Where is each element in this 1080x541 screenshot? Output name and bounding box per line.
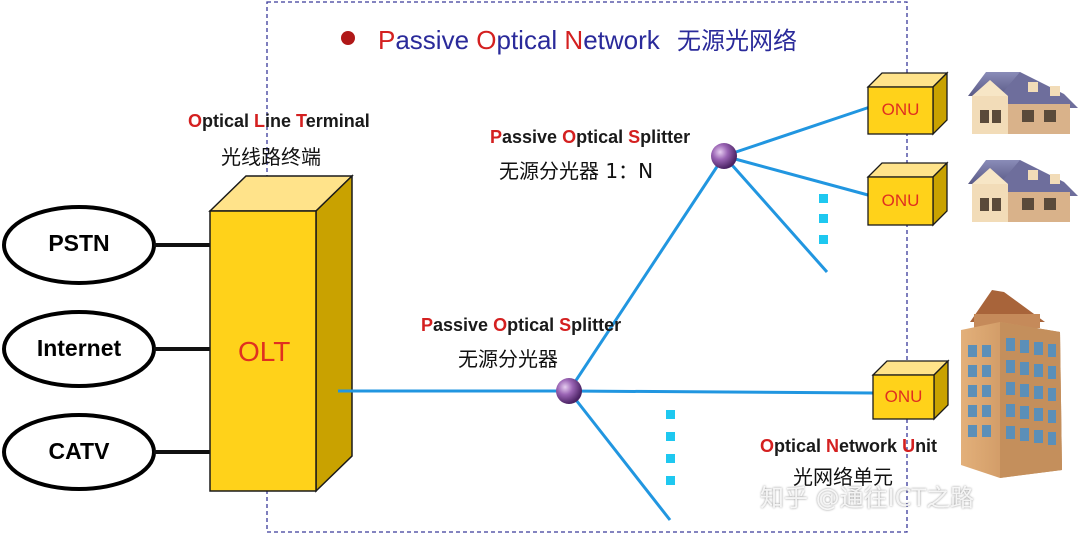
label-text-segment: etwork [839, 436, 903, 456]
label-text-segment: plitter [571, 315, 622, 335]
olt-cabinet [208, 174, 354, 493]
label-initial-letter: O [476, 25, 497, 55]
label-initial-letter: P [490, 127, 503, 147]
splitter-node-top [711, 143, 737, 169]
fiber-splitter-to-onu2 [723, 154, 869, 197]
label-text-segment: assive [502, 127, 563, 147]
olt-label-en: Optical Line Terminal [188, 111, 370, 132]
label-initial-letter: L [254, 111, 266, 131]
label-initial-letter: S [628, 127, 641, 147]
title-en: Passive Optical Network [378, 25, 660, 55]
house-icon-2 [968, 160, 1078, 222]
label-initial-letter: O [493, 315, 508, 335]
onu-label-cn: 光网络单元 [793, 465, 893, 489]
label-text-segment: ine [265, 111, 297, 131]
label-text-segment: ptical [507, 315, 560, 335]
label-initial-letter: O [188, 111, 203, 131]
onu-box-3 [871, 359, 950, 421]
office-building-icon [961, 290, 1062, 478]
label-initial-letter: T [296, 111, 306, 131]
splitter-mid-label-en: Passive Optical Splitter [421, 315, 621, 336]
onu-box-2-label: ONU [881, 191, 920, 210]
label-initial-letter: N [826, 436, 840, 456]
service-pstn-label: PSTN [48, 230, 110, 256]
onu-box-3-label: ONU [884, 387, 923, 406]
fiber-splitter-branch [567, 390, 672, 521]
fiber-splitter-to-onu3 [568, 389, 874, 395]
service-catv-label: CATV [48, 438, 110, 464]
fiber-splitter-to-onu1 [723, 105, 871, 158]
label-text-segment: assive [433, 315, 494, 335]
onu-box-1-label: ONU [881, 100, 920, 119]
label-initial-letter: O [760, 436, 775, 456]
label-initial-letter: N [564, 25, 584, 55]
title-cn: 无源光网络 [677, 27, 798, 55]
label-text-segment: ptical [496, 25, 565, 55]
onu-box-1 [866, 71, 949, 136]
splitter-mid-label-cn: 无源分光器 [458, 347, 558, 371]
label-text-segment: etwork [583, 25, 660, 55]
label-text-segment: ptical [576, 127, 629, 147]
label-text-segment: ptical [202, 111, 255, 131]
label-text-segment: nit [915, 436, 938, 456]
fiber-splitter-to-splitter [567, 155, 726, 392]
splitter-top-label-en: Passive Optical Splitter [490, 127, 690, 148]
title-bullet [341, 31, 355, 45]
watermark: 知乎 @通往ICT之路 [760, 484, 975, 512]
olt-box-label: OLT [238, 336, 291, 367]
fiber-splitter2-branch [722, 155, 829, 273]
splitter-top-label-cn: 无源分光器 1：N [499, 159, 654, 183]
splitter-node-mid [556, 378, 582, 404]
more-branches-dots-top [819, 194, 828, 244]
more-branches-dots-bottom [666, 410, 675, 485]
label-text-segment: assive [395, 25, 477, 55]
label-text-segment: plitter [640, 127, 691, 147]
label-text-segment: erminal [305, 111, 370, 131]
onu-box-2 [866, 161, 949, 227]
onu-label-en: Optical Network Unit [760, 436, 937, 457]
label-text-segment: ptical [774, 436, 827, 456]
service-internet-label: Internet [36, 335, 122, 361]
label-initial-letter: O [562, 127, 577, 147]
olt-label-cn: 光线路终端 [221, 145, 321, 169]
label-initial-letter: P [421, 315, 434, 335]
label-initial-letter: P [378, 25, 396, 55]
diagram-title: Passive Optical Network 无源光网络 [378, 21, 797, 56]
label-initial-letter: U [902, 436, 916, 456]
fiber-lines [338, 105, 874, 521]
house-icon-1 [968, 72, 1078, 134]
label-initial-letter: S [559, 315, 572, 335]
